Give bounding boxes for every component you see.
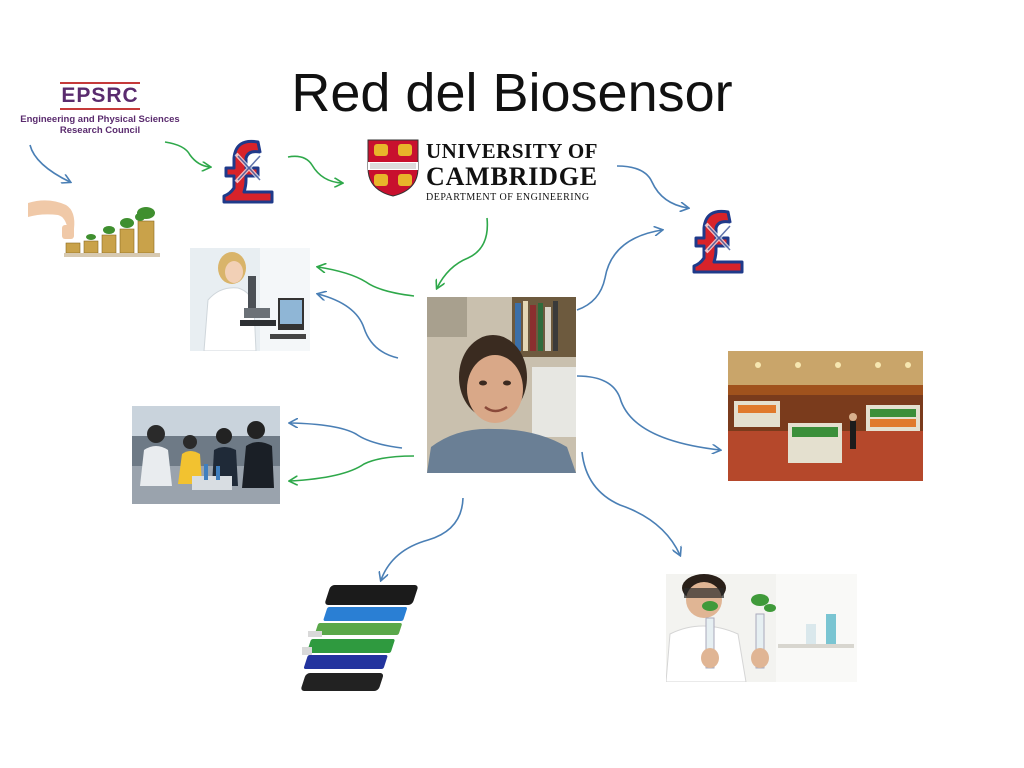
cambridge-line2: CAMBRIDGE bbox=[426, 162, 598, 191]
coin-growth-image bbox=[28, 195, 160, 261]
scientist-microscope-photo bbox=[190, 248, 310, 351]
epsrc-line1: Engineering and Physical Sciences bbox=[20, 114, 180, 125]
logo-rule bbox=[60, 82, 140, 84]
epsrc-logo: EPSRC Engineering and Physical Sciences … bbox=[20, 82, 180, 142]
supermarket-photo bbox=[728, 351, 923, 481]
arrow-researcher-to-supermarket bbox=[576, 375, 720, 450]
arrow-cambridge-to-researcher bbox=[437, 217, 489, 288]
cambridge-crest-icon bbox=[366, 138, 420, 198]
pound-flag-icon bbox=[218, 136, 278, 206]
arrow-researcher-to-lab-2 bbox=[290, 455, 415, 481]
pound-flag-icon bbox=[688, 206, 748, 276]
arrow-researcher-to-smartphone bbox=[381, 497, 464, 580]
arrow-researcher-to-microscope-2 bbox=[318, 294, 399, 359]
slide-title: Red del Biosensor bbox=[291, 63, 733, 123]
cambridge-line1: UNIVERSITY OF bbox=[426, 139, 598, 163]
arrow-epsrc-to-pound bbox=[164, 141, 210, 167]
epsrc-line2: Research Council bbox=[59, 125, 141, 136]
arrow-epsrc-to-coins bbox=[29, 144, 70, 182]
students-lab-photo bbox=[132, 406, 280, 504]
epsrc-name: EPSRC bbox=[61, 84, 139, 107]
scientist-plants-photo bbox=[666, 574, 857, 682]
arrow-pound-to-cambridge bbox=[287, 155, 342, 183]
arrow-researcher-to-pound bbox=[576, 230, 662, 311]
arrow-cambridge-to-pound bbox=[616, 165, 688, 208]
researcher-portrait-photo bbox=[427, 297, 576, 473]
cambridge-logo: UNIVERSITY OF CAMBRIDGE DEPARTMENT OF EN… bbox=[366, 138, 616, 204]
arrow-researcher-to-lab bbox=[290, 423, 403, 449]
smartphone-exploded-photo bbox=[262, 581, 460, 706]
arrow-researcher-to-plants bbox=[581, 451, 680, 555]
cambridge-line3: DEPARTMENT OF ENGINEERING bbox=[426, 192, 590, 203]
arrow-researcher-to-microscope bbox=[318, 267, 415, 297]
logo-rule bbox=[60, 108, 140, 110]
